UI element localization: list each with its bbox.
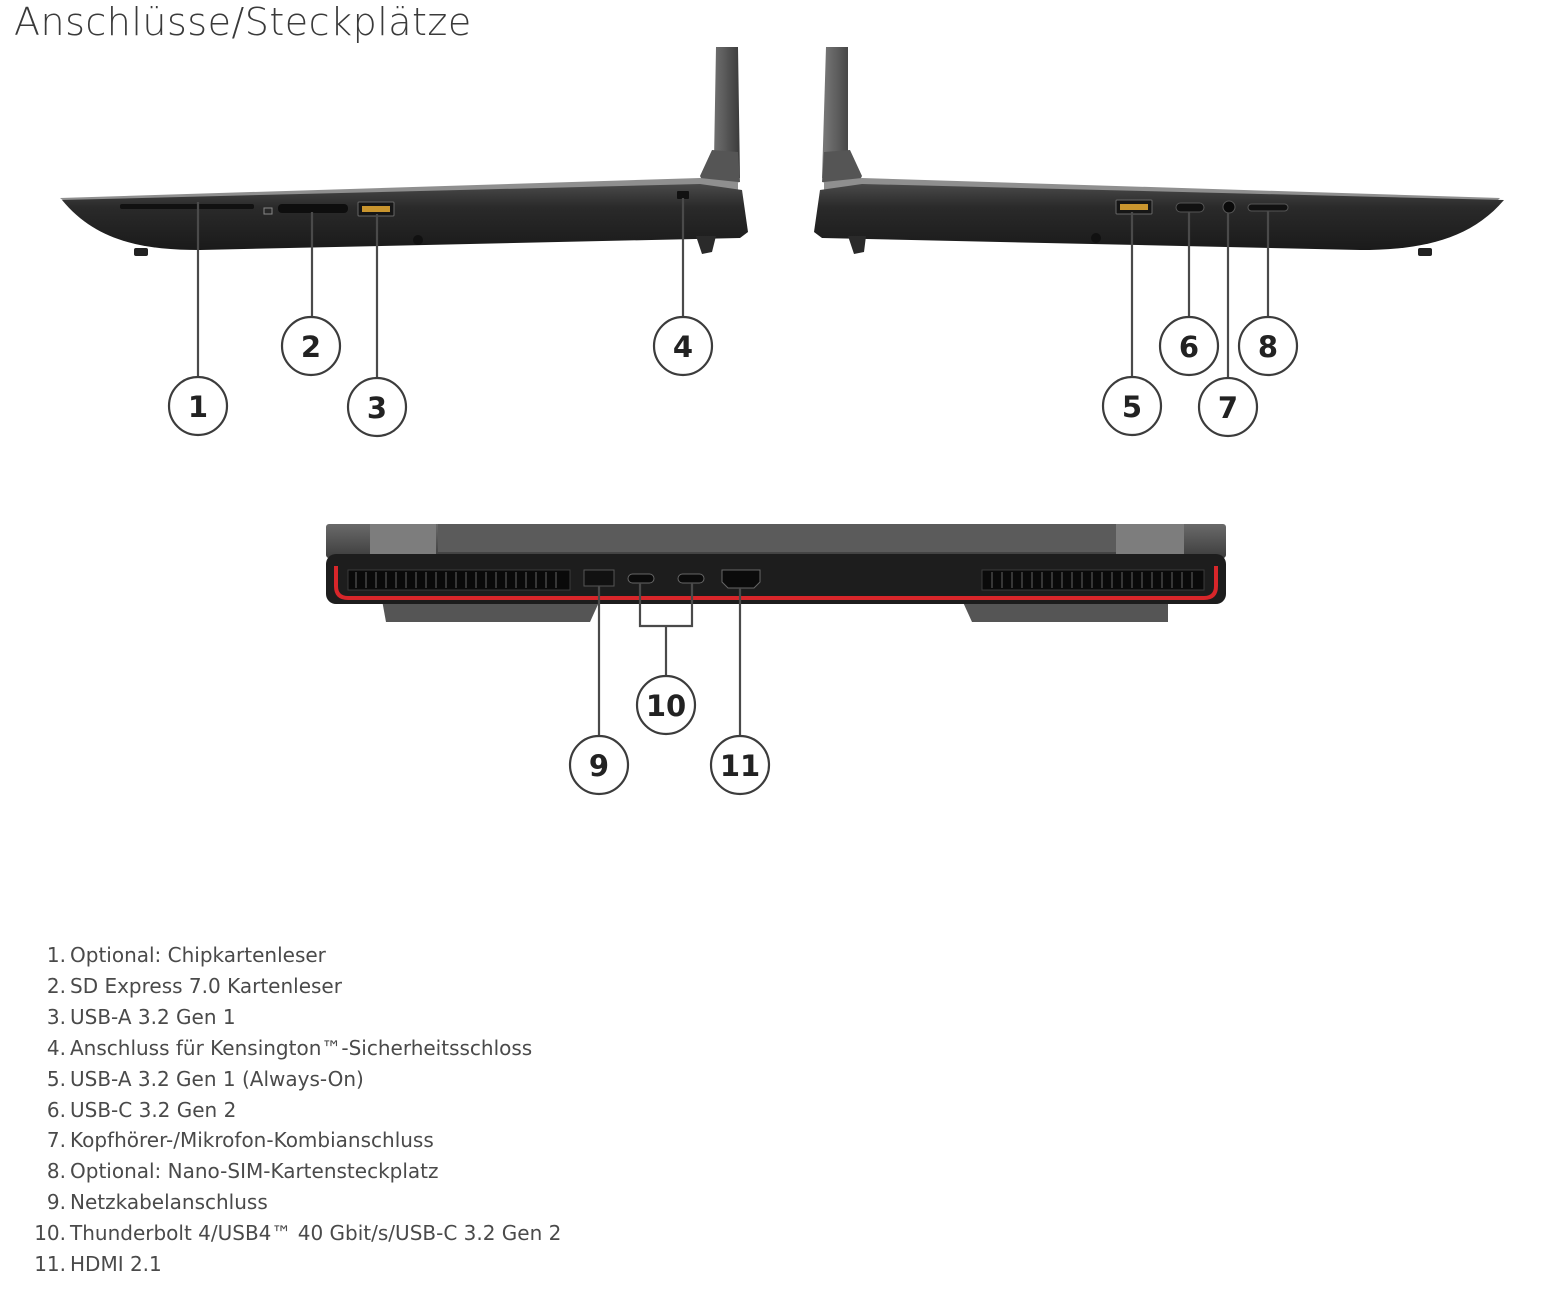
thunderbolt-port-2 — [677, 573, 705, 584]
thunderbolt-port-1 — [627, 573, 655, 584]
callout-3: 3 — [346, 376, 408, 438]
list-item-label: Kopfhörer-/Mikrofon-Kombianschluss — [70, 1128, 434, 1153]
power-port — [583, 569, 615, 587]
callout-5-label: 5 — [1122, 390, 1142, 424]
list-item-number: 1. — [46, 943, 66, 967]
page-title: Anschlüsse/Steckplätze — [14, 0, 472, 44]
list-item: 6.USB-C 3.2 Gen 2 — [30, 1095, 561, 1126]
list-item-label: Optional: Chipkartenleser — [70, 943, 326, 967]
list-item-number: 6. — [46, 1097, 66, 1122]
port-list: 1.Optional: Chipkartenleser 2.SD Express… — [30, 940, 561, 1280]
kensington-slot — [677, 191, 689, 199]
list-item: 4.Anschluss für Kensington™-Sicherheitss… — [30, 1033, 561, 1064]
ports-diagram: 1 2 3 4 5 6 7 8 9 10 11 — [60, 47, 1504, 796]
list-item-label: USB-A 3.2 Gen 1 (Always-On) — [70, 1066, 364, 1091]
callout-6: 6 — [1158, 315, 1220, 377]
list-item: 9.Netzkabelanschluss — [30, 1187, 561, 1218]
list-item-label: HDMI 2.1 — [70, 1252, 162, 1277]
usb-c-port-right — [1175, 202, 1205, 213]
callout-6-label: 6 — [1179, 330, 1199, 364]
callout-9: 9 — [568, 734, 630, 796]
list-item: 11.HDMI 2.1 — [30, 1249, 561, 1280]
callout-7-label: 7 — [1218, 391, 1238, 425]
audio-jack — [1222, 200, 1236, 214]
list-item-number: 7. — [46, 1128, 66, 1153]
callout-10-label: 10 — [646, 689, 686, 723]
list-item: 1.Optional: Chipkartenleser — [30, 940, 561, 971]
list-item: 10.Thunderbolt 4/USB4™ 40 Gbit/s/USB-C 3… — [30, 1218, 561, 1249]
callout-11: 11 — [709, 734, 771, 796]
rear-body — [326, 554, 1226, 604]
callout-4-label: 4 — [673, 330, 693, 364]
callout-9-label: 9 — [589, 749, 609, 783]
sd-card-slot — [278, 204, 348, 213]
list-item-label: Netzkabelanschluss — [70, 1190, 268, 1215]
list-item: 3.USB-A 3.2 Gen 1 — [30, 1002, 561, 1033]
callout-11-label: 11 — [720, 749, 760, 783]
callout-10: 10 — [635, 674, 697, 736]
left-lid — [708, 47, 740, 184]
list-item: 7.Kopfhörer-/Mikrofon-Kombianschluss — [30, 1125, 561, 1156]
list-item: 8.Optional: Nano-SIM-Kartensteckplatz — [30, 1156, 561, 1187]
rear-vent-left — [347, 569, 571, 591]
list-item-number: 5. — [46, 1066, 66, 1091]
callout-8: 8 — [1237, 315, 1299, 377]
laptop-rear-view — [326, 524, 1226, 622]
list-item-label: Thunderbolt 4/USB4™ 40 Gbit/s/USB-C 3.2 … — [70, 1221, 562, 1246]
list-item-label: Anschluss für Kensington™-Sicherheitssch… — [70, 1035, 533, 1060]
list-item-number: 4. — [46, 1035, 66, 1060]
list-item-label: Optional: Nano-SIM-Kartensteckplatz — [70, 1159, 439, 1184]
red-accent-stripe — [334, 566, 1218, 600]
list-item-number: 2. — [46, 973, 66, 998]
list-item-number: 8. — [46, 1159, 66, 1184]
list-item-label: SD Express 7.0 Kartenleser — [70, 973, 342, 998]
leader-lines — [196, 198, 1270, 736]
callout-7: 7 — [1197, 376, 1259, 438]
rear-vent-right — [981, 569, 1205, 591]
hdmi-port — [721, 569, 761, 589]
list-item-number: 11. — [34, 1252, 66, 1277]
list-item-label: USB-C 3.2 Gen 2 — [70, 1097, 237, 1122]
callout-3-label: 3 — [367, 391, 387, 425]
callout-1-label: 1 — [188, 390, 208, 424]
left-body — [62, 184, 748, 250]
list-item-label: USB-A 3.2 Gen 1 — [70, 1004, 236, 1029]
laptop-left-side-view — [60, 47, 748, 256]
list-item-number: 10. — [34, 1221, 66, 1246]
list-item: 2.SD Express 7.0 Kartenleser — [30, 971, 561, 1002]
callout-4: 4 — [652, 315, 714, 377]
right-lid — [822, 47, 854, 184]
callout-8-label: 8 — [1258, 330, 1278, 364]
laptop-right-side-view — [814, 47, 1504, 256]
callout-2: 2 — [280, 315, 342, 377]
callout-5: 5 — [1101, 375, 1163, 437]
list-item: 5.USB-A 3.2 Gen 1 (Always-On) — [30, 1064, 561, 1095]
smartcard-slot — [120, 204, 254, 209]
list-item-number: 9. — [46, 1190, 66, 1215]
right-body — [814, 184, 1504, 250]
callout-2-label: 2 — [301, 330, 321, 364]
callout-1: 1 — [167, 375, 229, 437]
list-item-number: 3. — [46, 1004, 66, 1029]
nano-sim-slot — [1247, 203, 1289, 212]
